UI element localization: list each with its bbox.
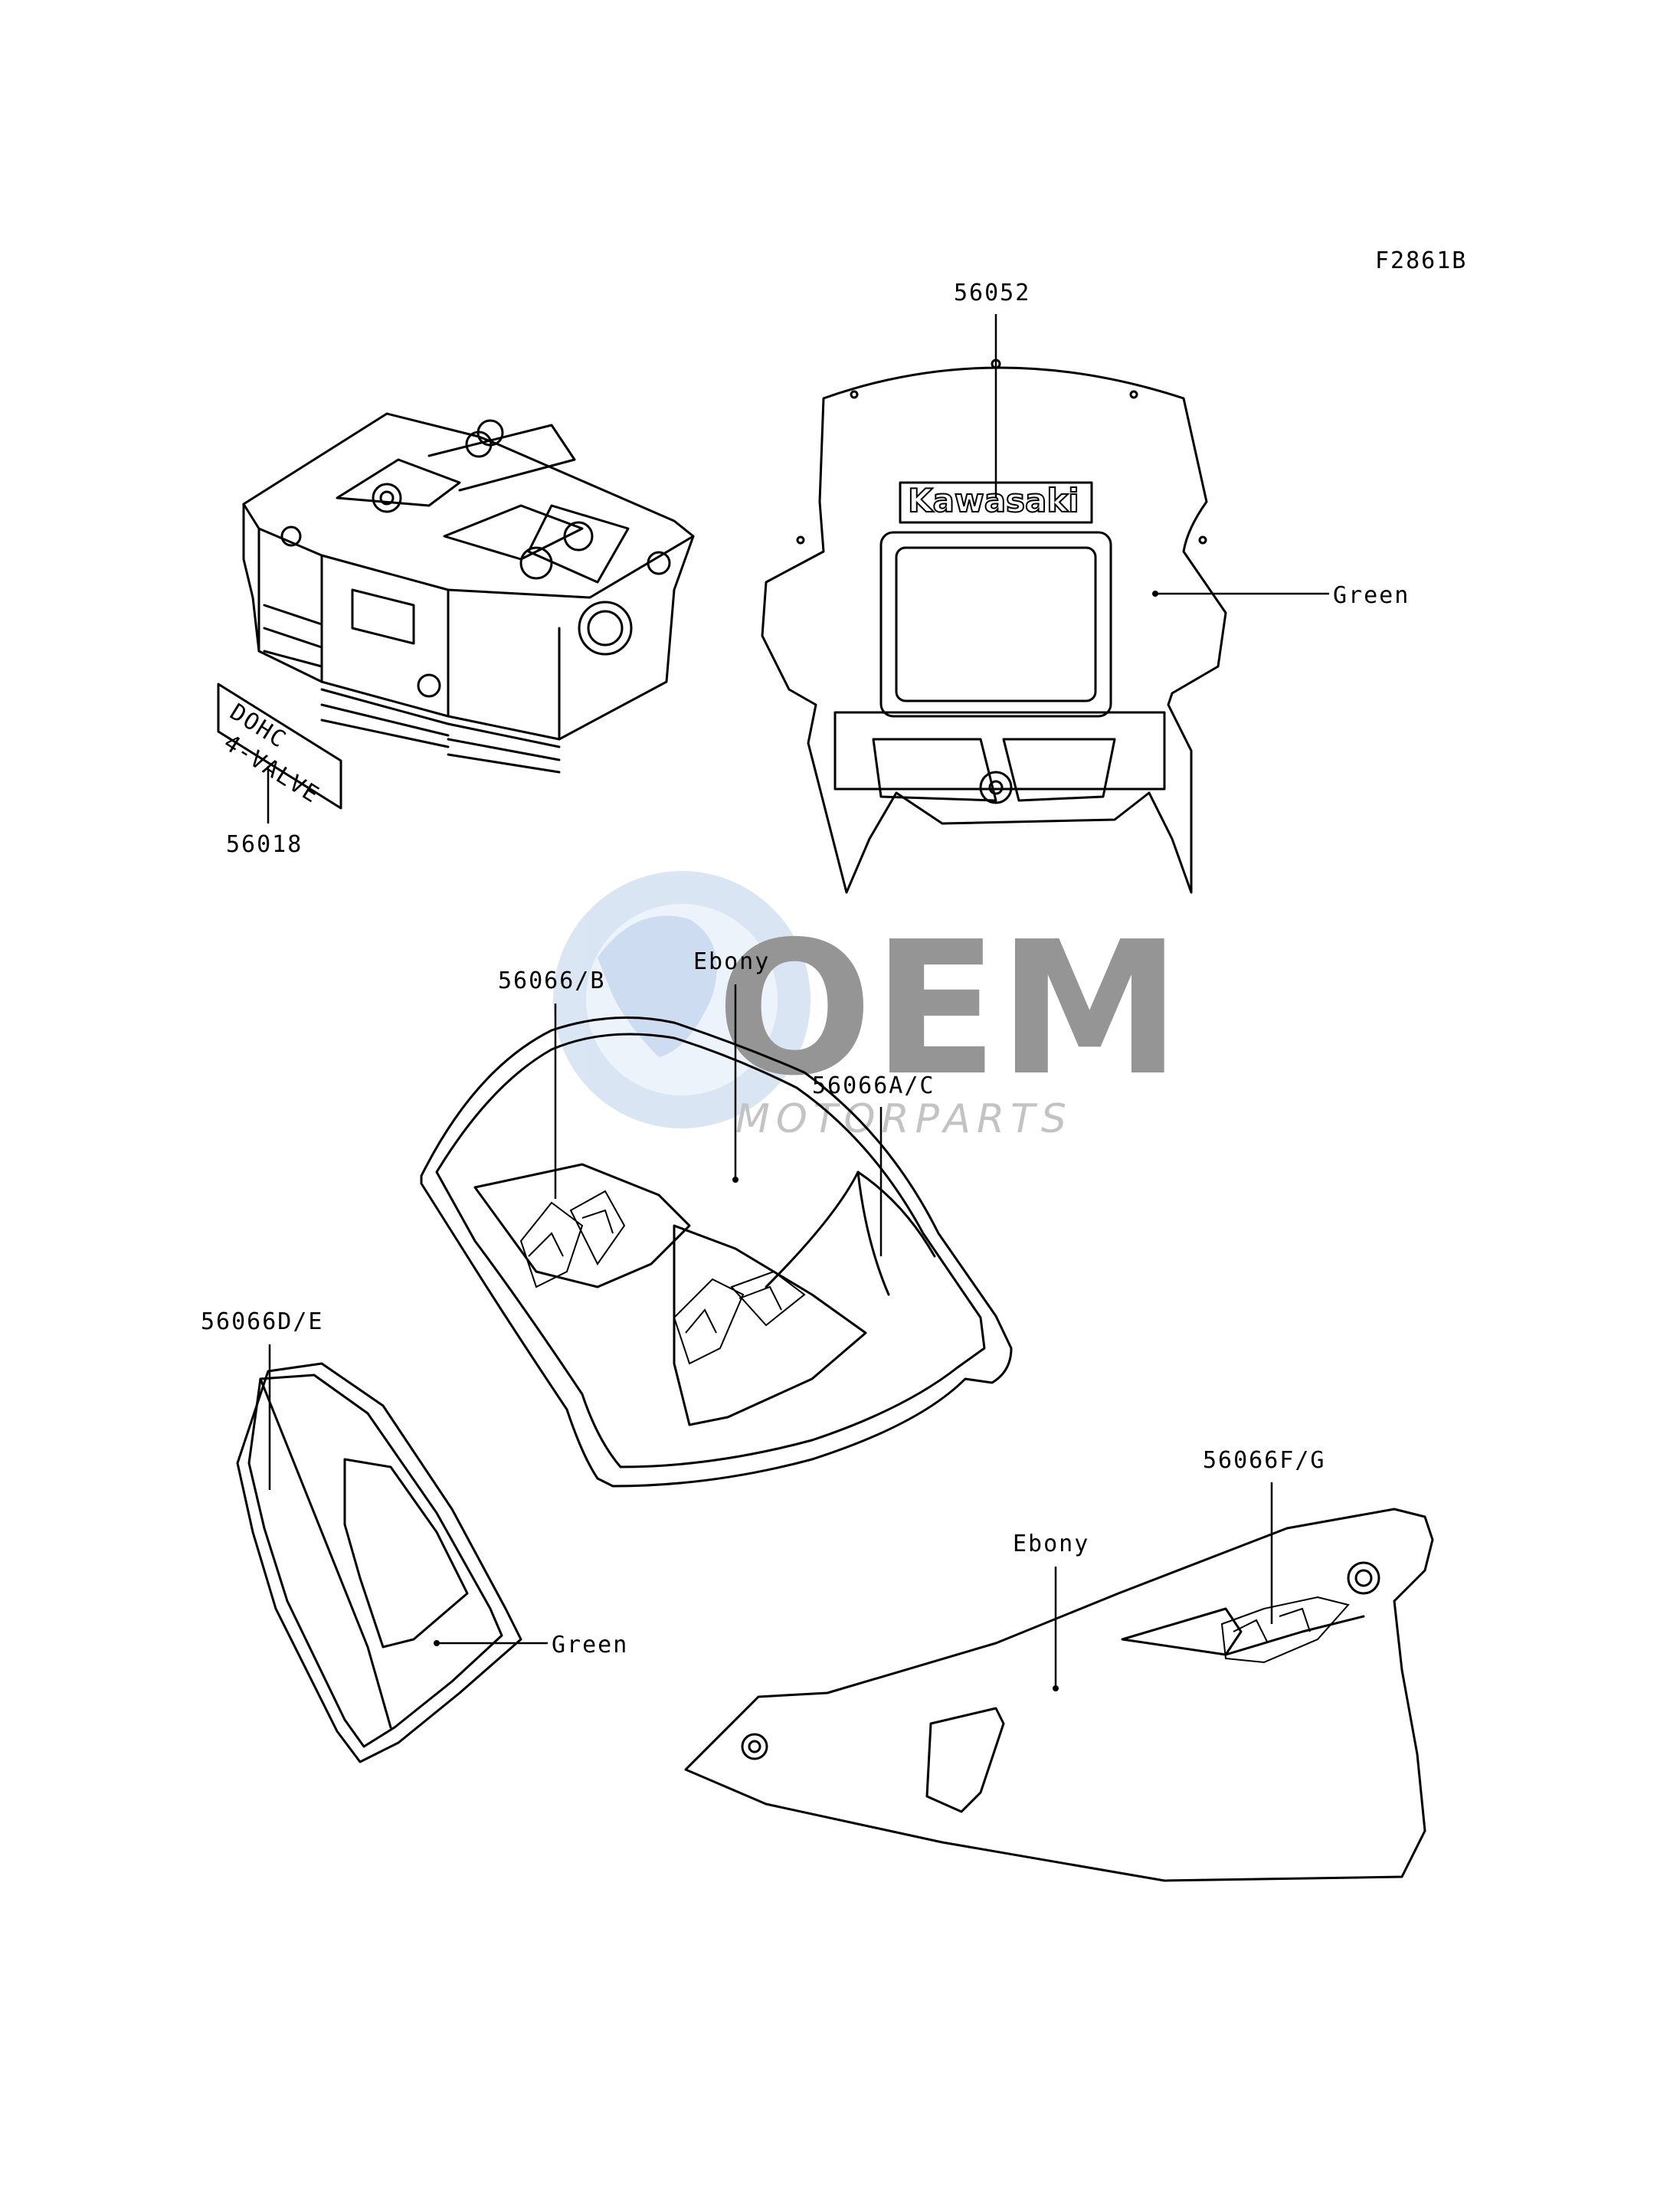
callout-ebony-tank: Ebony <box>693 948 770 975</box>
tank-flame-graphic-right <box>673 1270 806 1365</box>
callout-56018: 56018 <box>226 831 303 858</box>
watermark: OEM MOTORPARTS <box>553 871 1181 1142</box>
dohc-decal: DOHC 4-VALVE <box>217 683 342 810</box>
cylinder-head-drawing <box>242 412 695 774</box>
callout-56066fg: 56066F/G <box>1203 1447 1326 1474</box>
callout-ebony-rear: Ebony <box>1013 1531 1089 1557</box>
watermark-brand: OEM <box>716 902 1181 1116</box>
callout-56066de: 56066D/E <box>201 1308 324 1335</box>
callout-56052: 56052 <box>954 280 1030 306</box>
rear-cover-drawing <box>684 1508 1434 1882</box>
callout-56066ac: 56066A/C <box>812 1072 935 1099</box>
kawasaki-logo-text: Kawasaki <box>908 482 1079 519</box>
figure-code: F2861B <box>1375 247 1467 274</box>
callout-green-side: Green <box>552 1632 628 1658</box>
tank-flame-graphic-left <box>519 1190 626 1288</box>
watermark-sub: MOTORPARTS <box>735 1096 1073 1142</box>
side-panel-drawing <box>236 1362 522 1763</box>
callout-green-upper: Green <box>1333 582 1410 609</box>
rear-cover-graphic <box>1220 1596 1350 1664</box>
callout-56066b: 56066/B <box>498 968 605 994</box>
upper-cowl-drawing <box>761 359 1227 894</box>
fuel-tank-drawing <box>420 1016 1013 1488</box>
